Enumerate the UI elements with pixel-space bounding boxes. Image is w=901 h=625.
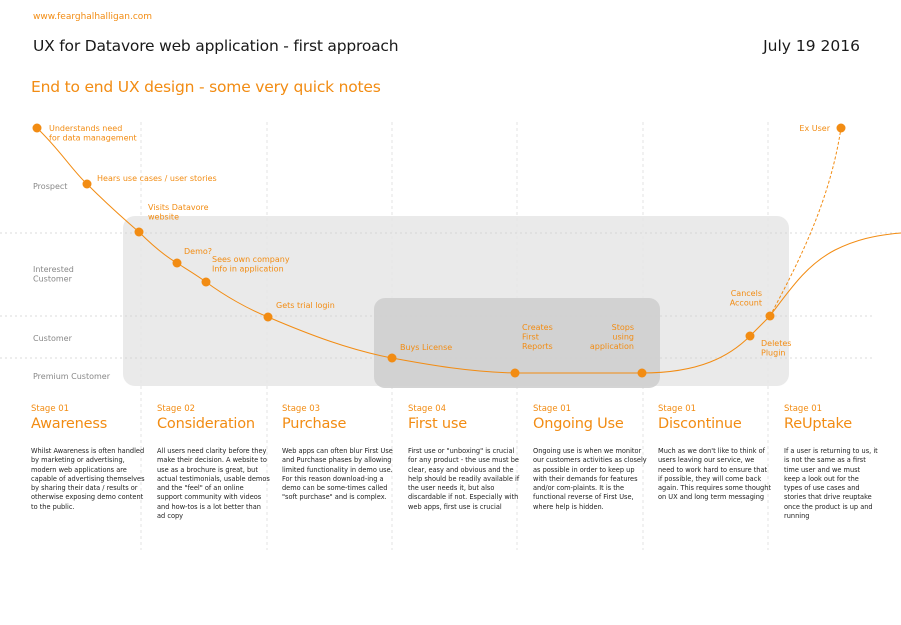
stage-name: Ongoing Use bbox=[533, 416, 624, 432]
stage-description: Whilst Awareness is often handled by mar… bbox=[31, 447, 145, 511]
paid-box bbox=[374, 298, 660, 388]
stage-name: ReUptake bbox=[784, 416, 852, 432]
stage-description: First use or "unboxing" is crucial for a… bbox=[408, 447, 520, 511]
point-demo bbox=[172, 258, 182, 268]
stage-name: Discontinue bbox=[658, 416, 742, 432]
stage-reuptake: Stage 01 ReUptake If a user is returning… bbox=[784, 404, 878, 521]
row-label-prospect: Prospect bbox=[33, 182, 67, 191]
point-stops-using bbox=[637, 368, 647, 378]
stage-description: Ongoing use is when we monitor our custo… bbox=[533, 447, 647, 511]
stage-number: Stage 02 bbox=[157, 404, 196, 414]
stage-description: Web apps can often blur First Use and Pu… bbox=[282, 447, 393, 502]
stage-name: Awareness bbox=[31, 416, 108, 432]
point-understands-need bbox=[32, 123, 42, 133]
stage-awareness: Stage 01 Awareness Whilst Awareness is o… bbox=[31, 404, 145, 512]
stage-dividers bbox=[140, 122, 769, 550]
row-label-premium: Premium Customer bbox=[33, 372, 111, 381]
page-subtitle: End to end UX design - some very quick n… bbox=[31, 78, 381, 96]
row-dividers bbox=[0, 232, 901, 359]
stage-description: All users need clarity before they make … bbox=[157, 447, 270, 521]
exit-curve bbox=[769, 127, 842, 317]
journey-points bbox=[32, 123, 846, 378]
stage-discontinue: Stage 01 Discontinue Much as we don't li… bbox=[658, 404, 772, 503]
row-label-customer: Customer bbox=[33, 334, 73, 343]
point-cancels-account bbox=[745, 331, 755, 341]
point-buys-license bbox=[387, 353, 397, 363]
point-deletes-plugin bbox=[765, 311, 775, 321]
stage-number: Stage 01 bbox=[31, 404, 70, 414]
page-title: UX for Datavore web application - first … bbox=[33, 37, 399, 55]
point-trial-login bbox=[263, 312, 273, 322]
stage-number: Stage 01 bbox=[784, 404, 823, 414]
point-visits-website bbox=[134, 227, 144, 237]
point-label: Ex User bbox=[799, 124, 830, 133]
stage-name: First use bbox=[408, 416, 467, 432]
stage-name: Purchase bbox=[282, 416, 347, 432]
site-url: www.fearghalhalligan.com bbox=[33, 12, 153, 22]
stage-purchase: Stage 03 Purchase Web apps can often blu… bbox=[282, 404, 396, 503]
stage-description: Much as we don't like to think of users … bbox=[658, 447, 771, 502]
point-ex-user bbox=[836, 123, 846, 133]
point-label: Buys License bbox=[400, 343, 452, 352]
point-first-reports bbox=[510, 368, 520, 378]
point-label: Demo? bbox=[184, 247, 212, 256]
stage-number: Stage 04 bbox=[408, 404, 447, 414]
stage-number: Stage 01 bbox=[658, 404, 697, 414]
stage-number: Stage 01 bbox=[533, 404, 572, 414]
stage-number: Stage 03 bbox=[282, 404, 321, 414]
point-label: Hears use cases / user stories bbox=[97, 174, 217, 183]
stage-name: Consideration bbox=[157, 416, 255, 432]
stage-consideration: Stage 02 Consideration All users need cl… bbox=[157, 404, 271, 521]
point-sees-company bbox=[201, 277, 211, 287]
stage-ongoing-use: Stage 01 Ongoing Use Ongoing use is when… bbox=[533, 404, 647, 512]
date-label: July 19 2016 bbox=[763, 37, 860, 55]
point-hears-use-cases bbox=[82, 179, 92, 189]
point-label: Gets trial login bbox=[276, 301, 335, 310]
stage-first-use: Stage 04 First use First use or "unboxin… bbox=[408, 404, 522, 512]
stage-description: If a user is returning to us, it is not … bbox=[784, 447, 878, 521]
